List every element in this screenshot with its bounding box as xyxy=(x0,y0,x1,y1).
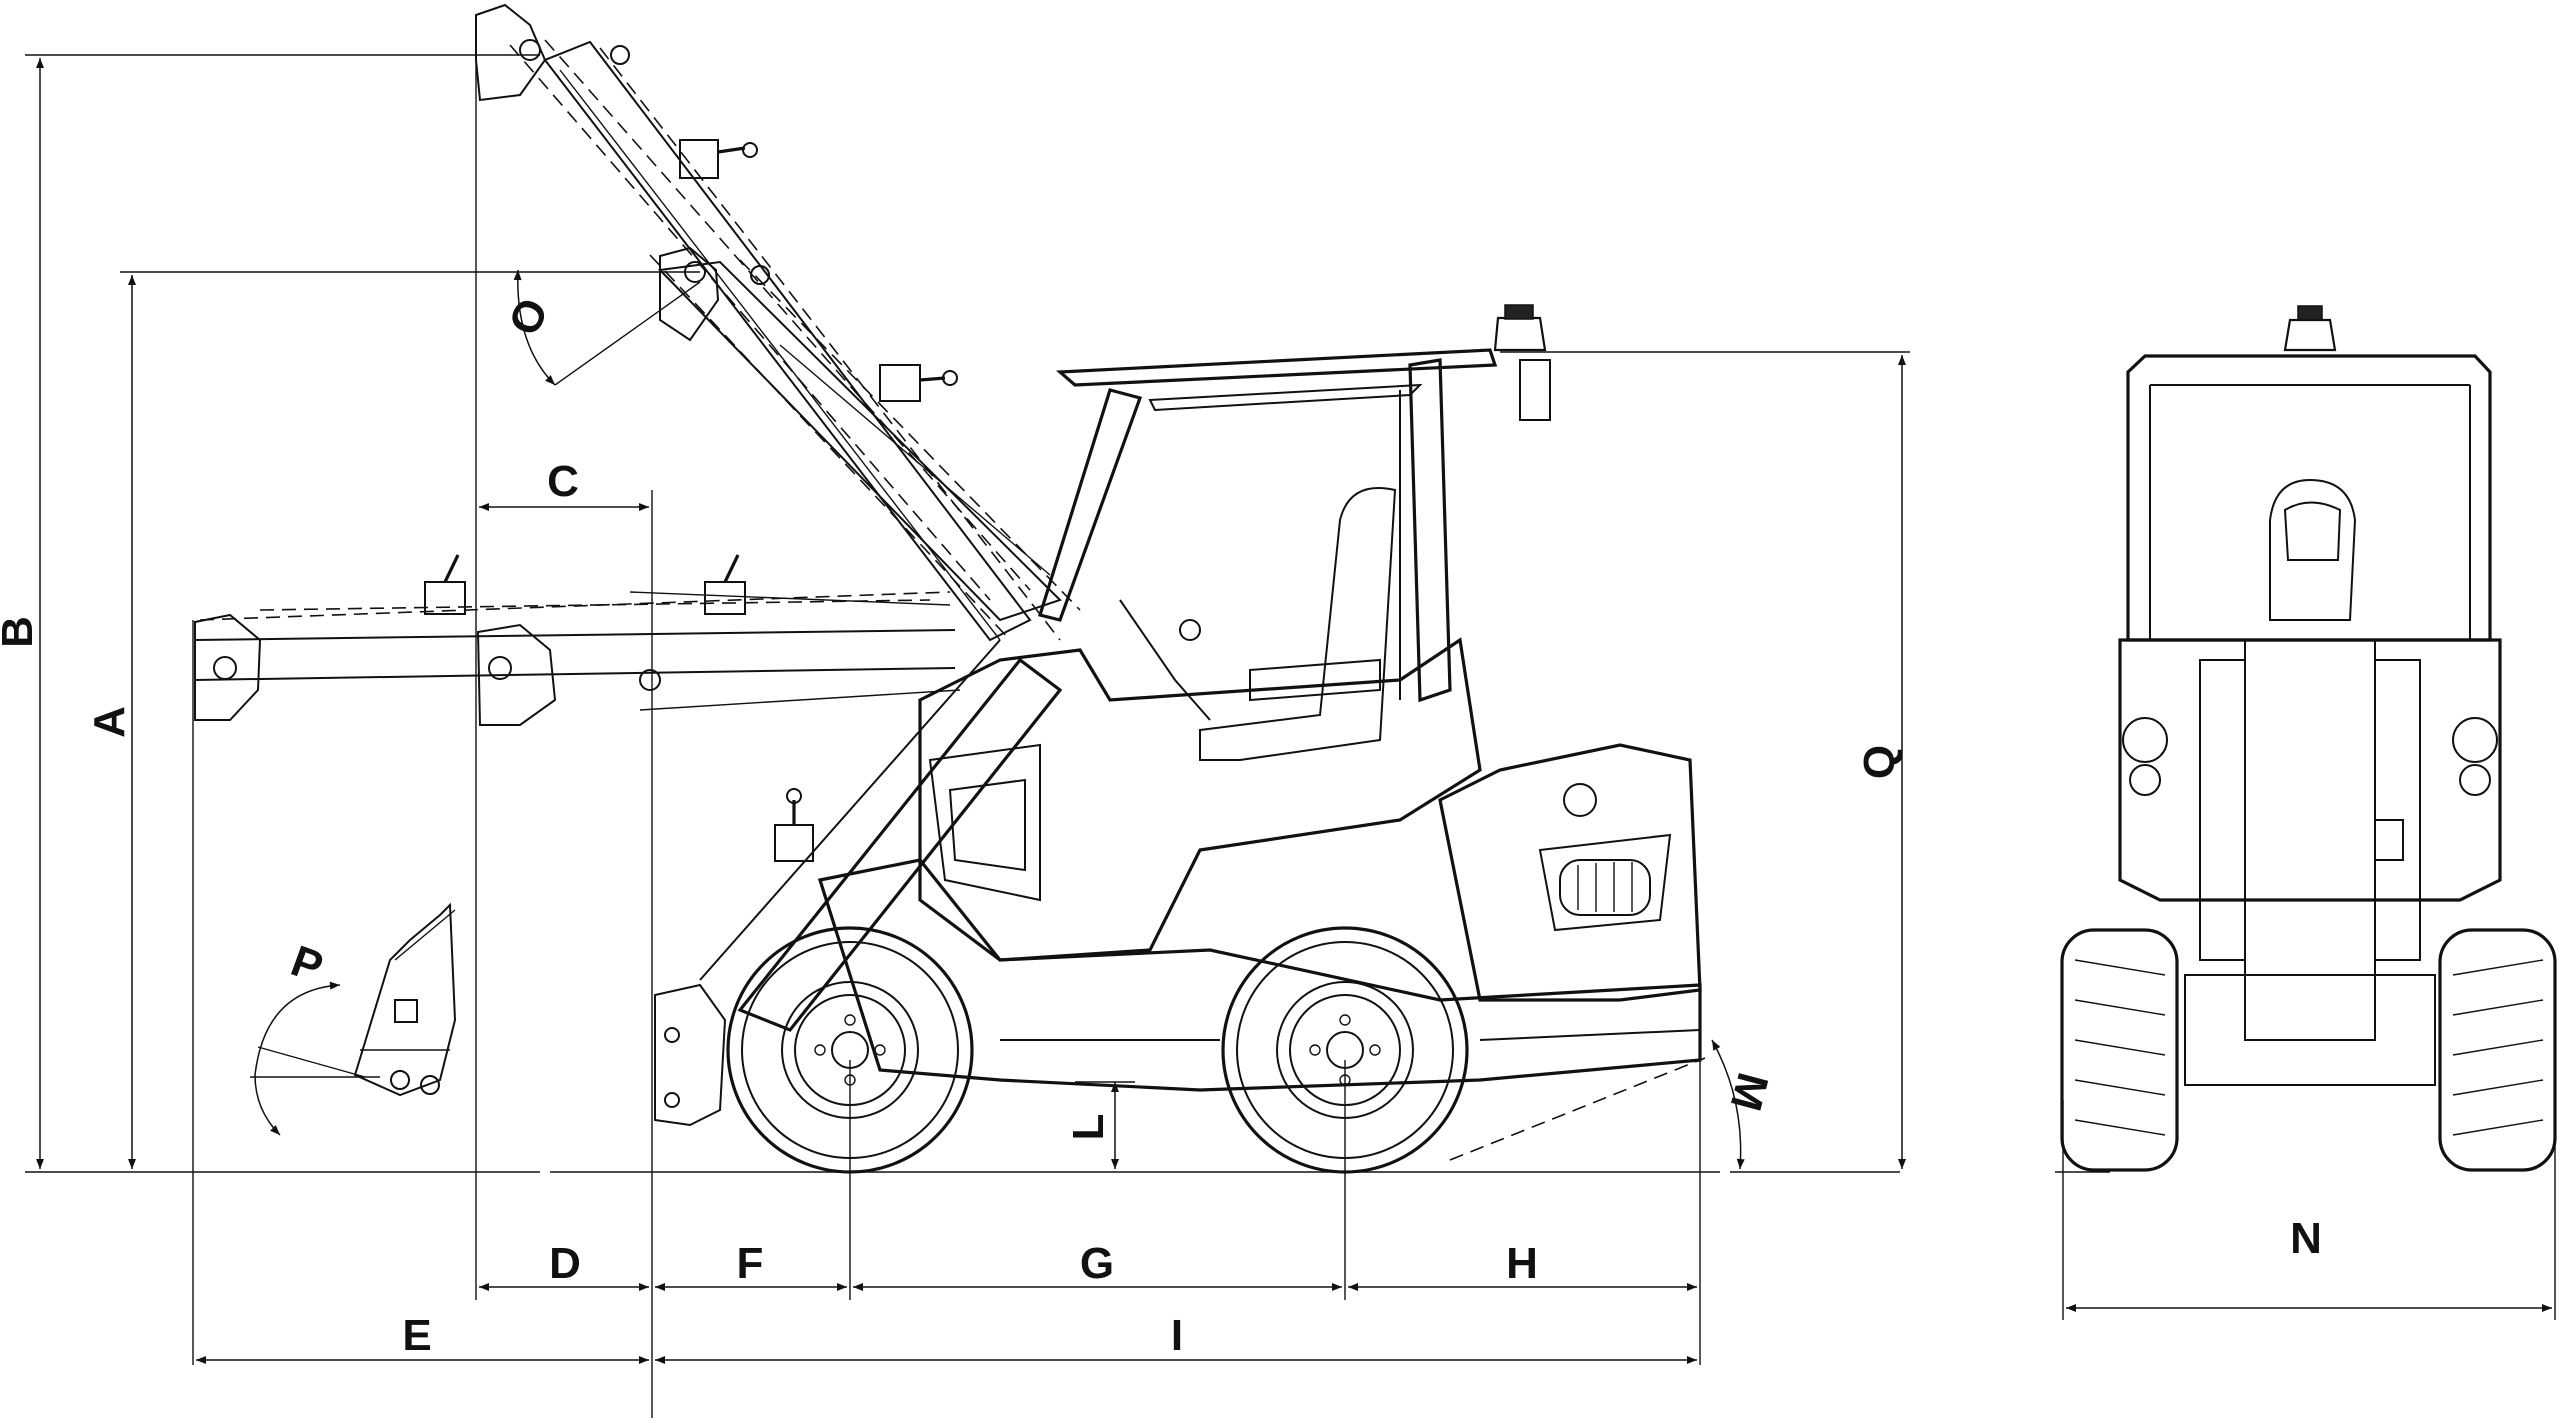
extension-lines xyxy=(25,40,2556,1420)
label-m: M xyxy=(1721,1068,1778,1116)
label-d: D xyxy=(549,1239,581,1288)
label-b: B xyxy=(0,616,42,648)
label-q: Q xyxy=(1855,745,1904,779)
label-h: H xyxy=(1506,1239,1538,1288)
label-a: A xyxy=(85,706,134,738)
rear-wheel xyxy=(1221,926,1469,1174)
dimension-arrows xyxy=(36,58,2552,1364)
label-g: G xyxy=(1080,1239,1114,1288)
boom-lowered xyxy=(194,554,961,726)
label-c: C xyxy=(547,457,579,506)
boom-mid xyxy=(649,246,1081,641)
label-f: F xyxy=(737,1239,764,1288)
label-l: L xyxy=(1064,1114,1113,1141)
label-p: P xyxy=(285,936,329,992)
loader-side-view xyxy=(654,304,1702,1127)
front-wheel xyxy=(726,926,974,1174)
loader-front-view xyxy=(2060,305,2557,1172)
dimension-labels: B A Q C D F G H E I N L M O P xyxy=(0,291,2322,1360)
label-e: E xyxy=(402,1311,431,1360)
label-o: O xyxy=(499,291,558,343)
label-n: N xyxy=(2290,1214,2322,1263)
bucket-tilt xyxy=(353,902,457,1097)
label-i: I xyxy=(1171,1311,1183,1360)
boom-raised xyxy=(475,3,1061,642)
